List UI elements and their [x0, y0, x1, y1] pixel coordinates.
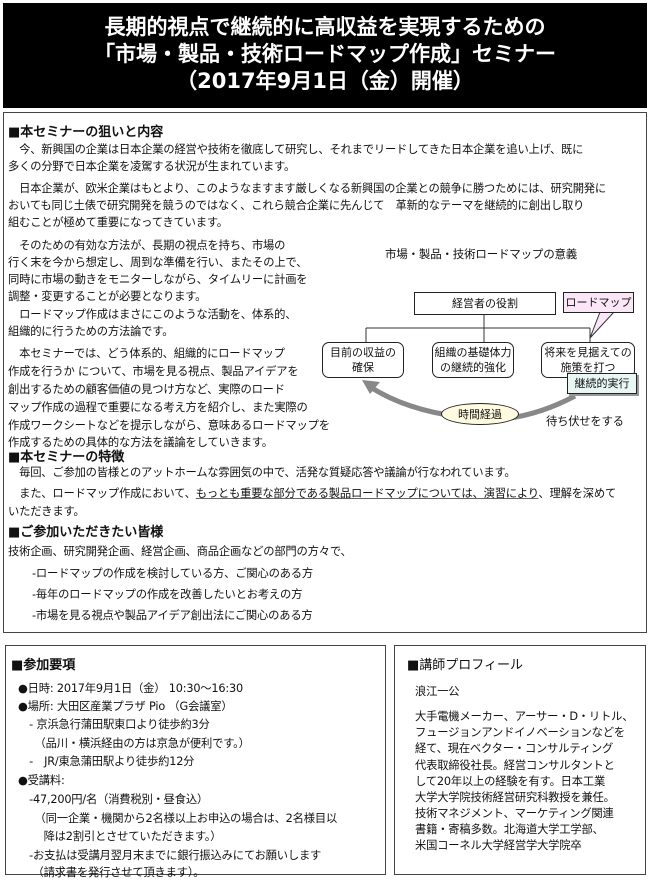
- diagram-title: 市場・製品・技術ロードマップの意義: [385, 247, 578, 261]
- box-future: 将来を見据えての施策を打つ: [541, 342, 635, 378]
- aims-paragraph-line: 本セミナーでは、どう体系的、組織的にロードマップ: [8, 347, 285, 360]
- details-line: -47,200円/名（消費税別・昼食込）: [18, 793, 209, 806]
- box-text: 将来を見据えての: [544, 346, 632, 359]
- profile-line: 米国コーネル大学経営学大学院卒: [415, 839, 582, 852]
- aims-paragraph-line: 作成を行うか について、市場を見る視点、製品アイデアを: [8, 365, 299, 378]
- audience-item: -ロードマップの作成を検討している方、ご関心のある方: [32, 567, 313, 580]
- details-line: ●日時: 2017年9月1日（金） 10:30～16:30: [18, 682, 243, 695]
- details-line: ●受講料:: [18, 774, 65, 787]
- profile-line: 代表取締役社長。経営コンサルタントと: [415, 759, 615, 772]
- features-p1: 毎回、ご参加の皆様とのアットホームな雰囲気の中で、活発な質疑応答や議論が行なわれ…: [8, 466, 516, 479]
- box-text: 施策を打つ: [560, 361, 616, 374]
- audience-item: -毎年のロードマップの作成を改善したいとお考えの方: [32, 588, 303, 601]
- audience-item: -市場を見る視点や製品アイデア創出法にご関心のある方: [32, 609, 313, 622]
- details-line: -お支払は受講月翌月末までに銀行振込みにてお願いします: [18, 849, 322, 862]
- callout-pointer: [589, 311, 616, 339]
- details-line: （同一企業・機関から2名様以上お申込の場合は、2名様目以: [18, 812, 338, 825]
- aims-paragraph-line: 組むことが極めて重要になってきています。: [8, 216, 228, 229]
- features-p2-line2: いただきます。: [8, 505, 85, 518]
- aims-paragraph-line: おいても同じ土俵で研究開発を競うのではなく、これら競合企業に先んじて 革新的なテ…: [8, 199, 585, 212]
- exec-box: 継続的実行: [567, 373, 637, 394]
- callout-roadmap: ロードマップ: [563, 292, 634, 313]
- ambush-label: 待ち伏せをする: [546, 415, 624, 428]
- title-line-3: （2017年9月1日（金）開催）: [176, 69, 474, 93]
- arrow-head: [362, 380, 380, 394]
- aims-paragraph-line: 調整・変更することが必要となります。: [8, 290, 207, 303]
- aims-paragraph-line: 同時に市場の動きをモニターしながら、タイムリーに計画を: [8, 273, 308, 286]
- details-line: 降は2割引とさせていただきます。）: [18, 830, 222, 843]
- aims-paragraph-line: マップ作成の過程で重要になる考え方を紹介し、また実際の: [8, 401, 308, 414]
- features-p2: また、ロードマップ作成において、もっとも重要な部分である製品ロードマップについて…: [8, 485, 616, 501]
- details-section: [5, 645, 386, 875]
- box-text: 確保: [352, 361, 374, 374]
- aims-paragraph-line: 日本企業が、欧米企業はもとより、このようなますます厳しくなる新興国の企業との競争…: [8, 182, 606, 195]
- box-text: 組織の基礎体力: [434, 346, 512, 359]
- aims-paragraph-line: 今、新興国の企業は日本企業の経営や技術を徹底して研究し、それまでリードしてきた日…: [8, 143, 584, 156]
- box-strength: 組織の基礎体力の継続的強化: [432, 342, 514, 378]
- aims-paragraph-line: 組織的に行うための方法論です。: [8, 325, 174, 338]
- aims-heading: ■本セミナーの狙いと内容: [8, 125, 164, 140]
- profile-line: 書籍・寄稿多数。北海道大学工学部、: [415, 823, 604, 836]
- aims-paragraph-line: 行く末を今から想定し、周到な準備を行い、またその上で、: [8, 256, 308, 269]
- aims-paragraph-line: 創出するための顧客価値の見つけ方など、実際のロード: [8, 383, 285, 396]
- aims-paragraph-line: 作成するための具体的な方法を議論をしていきます。: [8, 436, 273, 449]
- box-revenue: 目前の収益の確保: [322, 342, 404, 378]
- profile-line: 技術マネジメント、マーケティング関連: [415, 807, 614, 820]
- details-line: - JR/東急蒲田駅より徒歩約12分: [18, 755, 195, 768]
- box-text: の継続的強化: [440, 361, 506, 374]
- text: また、ロードマップ作成において、: [8, 487, 196, 500]
- audience-heading: ■ご参加いただきたい皆様: [8, 525, 164, 540]
- profile-heading: ■講師プロフィール: [407, 658, 524, 673]
- aims-paragraph-line: 作成ワークシートなどを提示しながら、意味あるロードマップを: [8, 419, 330, 432]
- aims-paragraph-line: そのための有効な方法が、長期の視点を持ち、市場の: [8, 239, 286, 252]
- details-line: （請求書を発行させて頂きます）。: [18, 866, 205, 879]
- details-line: ●場所: 大田区産業プラザ Pio （G会議室）: [18, 700, 233, 713]
- audience-intro: 技術企画、研究開発企画、経営企画、商品企画などの部門の方々で、: [8, 545, 352, 558]
- lecturer-name: 浪江一公: [415, 685, 460, 698]
- box-text: 目前の収益の: [330, 346, 396, 359]
- details-line: （品川・横浜経由の方は京急が便利です。）: [18, 737, 250, 750]
- aims-paragraph-line: ロードマップ作成はまさにこのような活動を、体系的、: [8, 308, 297, 321]
- profile-section: [394, 645, 646, 875]
- time-ellipse: 時間経過: [441, 403, 519, 425]
- aims-paragraph-line: 多くの分野で日本企業を凌駕する状況が生まれています。: [8, 160, 296, 173]
- profile-line: 経て、現在ベクター・コンサルティング: [415, 742, 614, 755]
- features-heading: ■本セミナーの特徴: [8, 450, 125, 465]
- details-heading: ■参加要項: [11, 658, 76, 673]
- details-line: - 京浜急行蒲田駅東口より徒歩約3分: [18, 718, 210, 731]
- text: 、理解を深めて: [538, 487, 617, 500]
- profile-line: して20年以上の経験を有す。日本工業: [415, 775, 606, 788]
- profile-line: 大手電機メーカー、アーサー・D・リトル、: [415, 710, 634, 723]
- page-header: 長期的視点で継続的に高収益を実現するための 「市場・製品・技術ロードマップ作成」…: [3, 3, 647, 108]
- profile-line: 大学大学院技術経営研究科教授を兼任。: [415, 791, 615, 804]
- top-box: 経営者の役割: [414, 292, 556, 315]
- underlined-text: もっとも重要な部分である製品ロードマップについては、演習により: [195, 487, 539, 500]
- profile-line: フュージョンアンドイノベーションなどを: [415, 726, 625, 739]
- title-line-1: 長期的視点で継続的に高収益を実現するための: [104, 15, 546, 39]
- title-line-2: 「市場・製品・技術ロードマップ作成」セミナー: [94, 42, 556, 66]
